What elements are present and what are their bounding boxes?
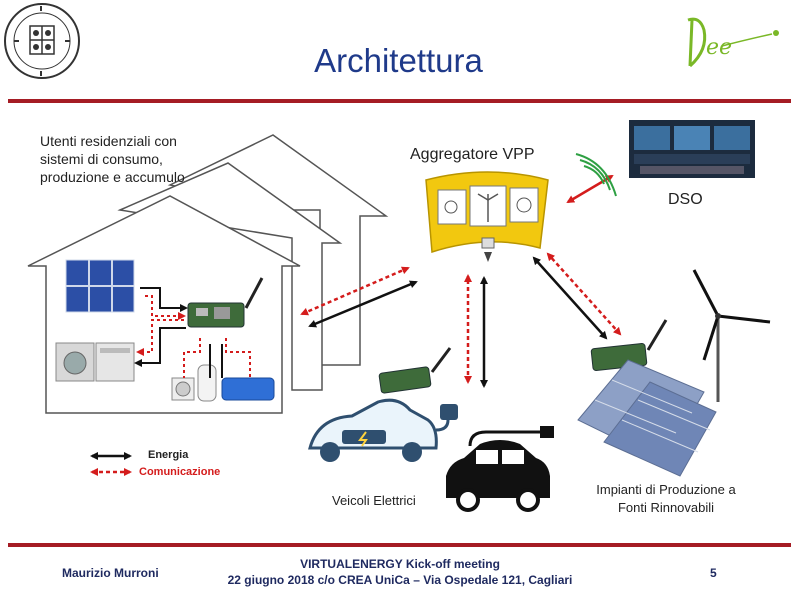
black-car-icon xyxy=(446,426,554,512)
residential-users-label: Utenti residenziali con sistemi di consu… xyxy=(40,133,185,185)
plants-aggregator-links xyxy=(532,252,622,340)
dso-label: DSO xyxy=(668,191,703,208)
ev-aggregator-links xyxy=(464,274,488,388)
house-aggregator-links xyxy=(300,266,418,328)
house-energy-wiring xyxy=(134,287,223,378)
university-seal-logo xyxy=(4,3,80,79)
footer-event: VIRTUALENERGY Kick-off meeting 22 giugno… xyxy=(180,556,620,588)
footer-event-line2: 22 giugno 2018 c/o CREA UniCa – Via Ospe… xyxy=(227,573,573,587)
ev-label: Veicoli Elettrici xyxy=(332,493,416,508)
department-logo: ee xyxy=(687,17,779,68)
aggregator-vpp-panel xyxy=(425,171,549,262)
electric-car-icon xyxy=(308,398,458,462)
house-controller-board xyxy=(187,277,264,328)
house-comm-wiring xyxy=(136,295,251,378)
aggregator-dso-wireless-link xyxy=(566,153,617,204)
renewable-plants-label: Impianti di Produzione a Fonti Rinnovabi… xyxy=(596,482,736,515)
dso-control-room-image xyxy=(629,120,755,178)
svg-text:ee: ee xyxy=(706,35,732,60)
page-number: 5 xyxy=(710,566,717,580)
top-divider xyxy=(8,99,791,103)
aggregator-label: Aggregatore VPP xyxy=(410,146,535,163)
legend-arrows xyxy=(90,452,132,476)
solar-field-image xyxy=(577,359,717,477)
footer-event-line1: VIRTUALENERGY Kick-off meeting xyxy=(300,557,500,571)
home-appliances xyxy=(55,342,135,382)
bottom-divider xyxy=(8,543,791,547)
wind-turbine-icon xyxy=(692,269,771,402)
ev-controller-board xyxy=(378,347,452,394)
legend-communication-label: Comunicazione xyxy=(139,466,221,478)
slide-title: Architettura xyxy=(314,42,483,79)
legend-energy-label: Energia xyxy=(148,449,189,461)
house-storage-devices xyxy=(171,364,275,402)
house-solar-panel xyxy=(65,259,135,313)
footer-author: Maurizio Murroni xyxy=(62,566,159,580)
